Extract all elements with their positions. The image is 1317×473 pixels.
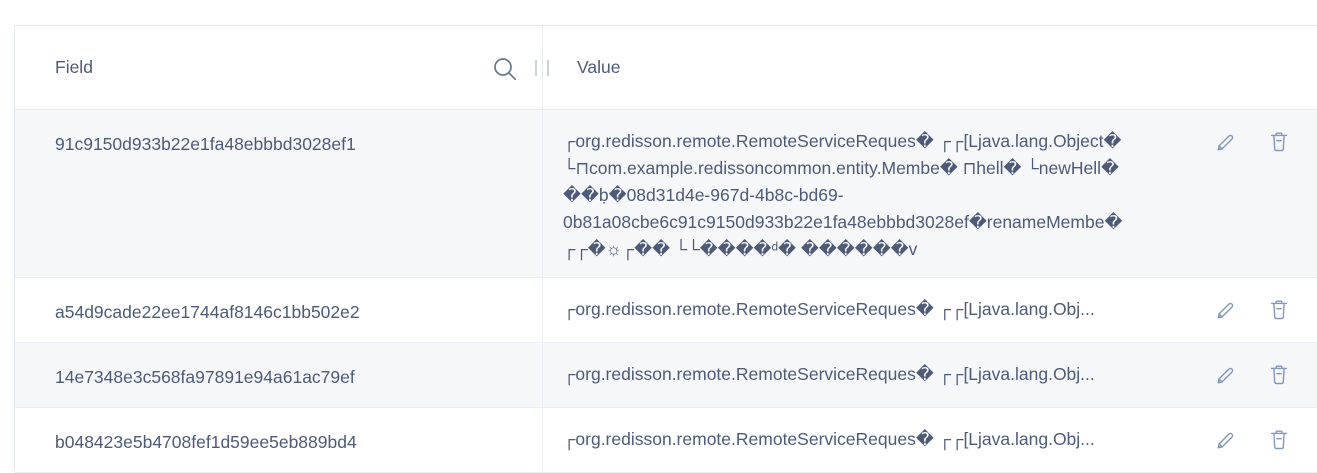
search-icon[interactable]	[490, 54, 520, 84]
field-column-header: Field	[15, 26, 543, 109]
table-row: 91c9150d933b22e1fa48ebbbd3028ef1 ┌org.re…	[15, 110, 1317, 278]
row-actions	[1214, 128, 1291, 154]
row-actions	[1214, 296, 1291, 322]
value-text: ┌org.redisson.remote.RemoteServiceReques…	[563, 128, 1163, 263]
edit-icon[interactable]	[1214, 363, 1238, 387]
value-column-header: Value	[543, 26, 1317, 109]
value-text: ┌org.redisson.remote.RemoteServiceReques…	[563, 361, 1203, 388]
value-cell: ┌org.redisson.remote.RemoteServiceReques…	[543, 110, 1317, 277]
table-row: a54d9cade22ee1744af8146c1bb502e2 ┌org.re…	[15, 278, 1317, 343]
column-resize-handle[interactable]	[535, 60, 549, 76]
table-row: b048423e5b4708fef1d59ee5eb889bd4 ┌org.re…	[15, 408, 1317, 473]
value-cell: ┌org.redisson.remote.RemoteServiceReques…	[543, 408, 1317, 472]
table-row: 14e7348e3c568fa97891e94a61ac79ef ┌org.re…	[15, 343, 1317, 408]
table-body: 91c9150d933b22e1fa48ebbbd3028ef1 ┌org.re…	[15, 110, 1317, 473]
field-cell: 14e7348e3c568fa97891e94a61ac79ef	[15, 343, 543, 407]
edit-icon[interactable]	[1214, 298, 1238, 322]
row-actions	[1214, 361, 1291, 387]
row-actions	[1214, 426, 1291, 452]
value-cell: ┌org.redisson.remote.RemoteServiceReques…	[543, 278, 1317, 342]
field-cell: b048423e5b4708fef1d59ee5eb889bd4	[15, 408, 543, 472]
delete-icon[interactable]	[1267, 130, 1291, 154]
value-text: ┌org.redisson.remote.RemoteServiceReques…	[563, 426, 1203, 453]
field-cell: a54d9cade22ee1744af8146c1bb502e2	[15, 278, 543, 342]
delete-icon[interactable]	[1267, 363, 1291, 387]
hash-fields-table: Field Value 91c9150d933b22e1fa48ebbbd302…	[14, 25, 1317, 470]
delete-icon[interactable]	[1267, 428, 1291, 452]
delete-icon[interactable]	[1267, 298, 1291, 322]
field-cell: 91c9150d933b22e1fa48ebbbd3028ef1	[15, 110, 543, 277]
edit-icon[interactable]	[1214, 130, 1238, 154]
value-column-label: Value	[577, 57, 620, 78]
edit-icon[interactable]	[1214, 428, 1238, 452]
value-cell: ┌org.redisson.remote.RemoteServiceReques…	[543, 343, 1317, 407]
table-header: Field Value	[15, 26, 1317, 110]
field-column-label: Field	[55, 57, 93, 78]
value-text: ┌org.redisson.remote.RemoteServiceReques…	[563, 296, 1203, 323]
